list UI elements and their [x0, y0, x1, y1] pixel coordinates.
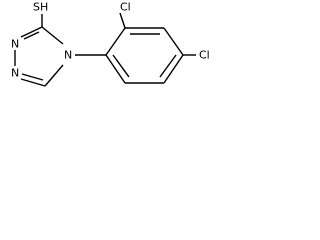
bond-ph-4-5-inner: [159, 54, 177, 78]
bond-c5-n4: [44, 64, 64, 87]
chloro-para-label: Cl: [199, 49, 210, 62]
bond-ph-1-2: [105, 27, 126, 56]
triazole-n2-label: N: [11, 38, 19, 51]
bond-c3-n2: [20, 26, 43, 38]
bond-ph-3-4: [163, 27, 184, 56]
chemical-structure: SH Cl Cl N N N: [11, 1, 210, 87]
phenyl-ring: [105, 27, 184, 84]
bond-ph-cl-ortho: [119, 12, 126, 29]
bond-ph-4-5: [163, 54, 184, 84]
bond-c3-n4: [41, 26, 64, 45]
bond-ph-6-1-inner: [112, 54, 130, 78]
thiol-label: SH: [33, 1, 48, 14]
triazole-n1-label: N: [11, 67, 19, 80]
triazole-ring: [14, 26, 64, 87]
bond-c3-n2-double: [23, 31, 40, 40]
chloro-ortho-label: Cl: [120, 1, 131, 14]
triazole-n4-label: N: [64, 49, 72, 62]
bond-n1-c5-double: [21, 73, 44, 81]
bond-n1-c5: [20, 78, 46, 87]
bond-ph-6-1: [105, 54, 126, 84]
